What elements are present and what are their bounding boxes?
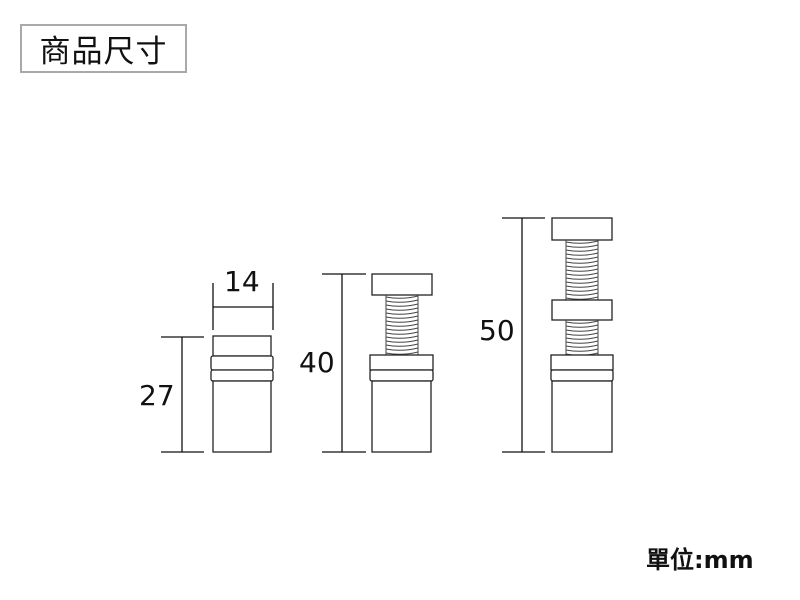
- screw-thread: [565, 320, 599, 356]
- height-label-40: 40: [299, 346, 335, 379]
- page-title: 商品尺寸: [20, 24, 187, 73]
- screw-thread: [565, 240, 599, 300]
- height-dimension-medium: 40: [299, 273, 366, 453]
- height-label-50: 50: [479, 314, 515, 347]
- height-dimension-long: 50: [479, 217, 545, 453]
- standoff-medium: [369, 273, 434, 453]
- unit-label: 單位:mm: [646, 546, 754, 574]
- standoff-short: [210, 335, 274, 453]
- height-dimension-short: 27: [139, 336, 204, 453]
- screw-thread: [385, 295, 419, 355]
- width-dimension: 14: [212, 265, 274, 330]
- width-label: 14: [224, 265, 260, 298]
- standoff-long: [550, 217, 614, 453]
- height-label-27: 27: [139, 379, 175, 412]
